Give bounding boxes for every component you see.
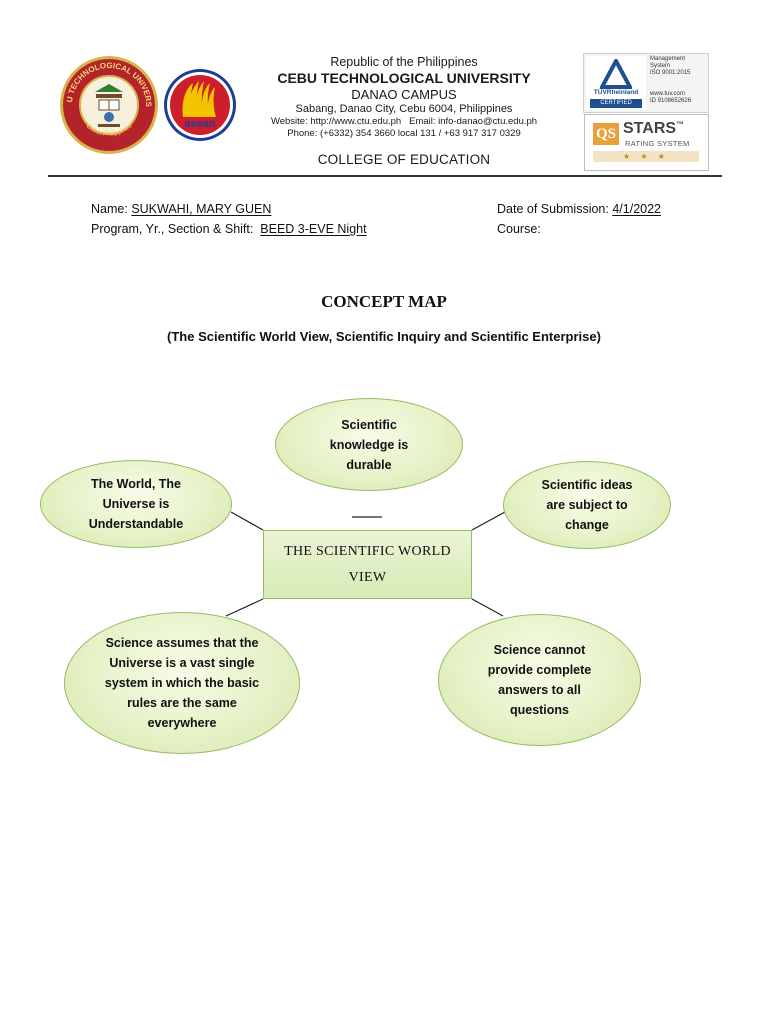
central-concept: THE SCIENTIFIC WORLD VIEW <box>263 530 472 599</box>
tuv-side-text: System <box>650 63 671 69</box>
header-campus: DANAO CAMPUS <box>351 87 457 102</box>
connector-line <box>230 511 264 531</box>
tuv-side-text: Management <box>650 56 686 62</box>
node-text: knowledge is <box>329 437 409 452</box>
node-text: Scientific <box>341 417 397 432</box>
node-top-right: Scientific ideas are subject to change <box>503 461 671 549</box>
node-bottom-left: Science assumes that the Universe is a v… <box>64 612 300 754</box>
tuv-certified-text: CERTIFIED <box>590 99 642 108</box>
node-text: durable <box>346 457 392 472</box>
header-university: CEBU TECHNOLOGICAL UNIVERSITY <box>277 70 531 86</box>
central-concept-text: VIEW <box>348 569 387 585</box>
node-text: are subject to <box>546 498 628 512</box>
qs-star-row: ★ ★ ★ <box>593 151 699 162</box>
asean-logo-icon: asean <box>164 69 236 141</box>
node-text: everywhere <box>147 716 217 730</box>
tuv-certification-badge: TÜVRheinland CERTIFIED Management System… <box>583 53 709 113</box>
asean-text: asean <box>184 118 215 130</box>
node-text: change <box>565 518 609 532</box>
name-label: Name: <box>91 202 128 216</box>
connector-line <box>471 598 504 617</box>
tuv-side-text: www.tuv.com <box>650 91 685 97</box>
date-value: 4/1/2022 <box>612 202 662 216</box>
node-text: Understandable <box>88 517 184 531</box>
node-text: provide complete <box>487 663 592 677</box>
student-name-row: Name: SUKWAHI, MARY GUEN <box>91 202 271 216</box>
program-label: Program, Yr., Section & Shift: <box>91 222 254 236</box>
node-bottom-right: Science cannot provide complete answers … <box>438 614 641 746</box>
header-republic: Republic of the Philippines <box>330 55 478 69</box>
node-text: The World, The <box>90 477 182 491</box>
qs-tm-text: ™ <box>676 120 685 129</box>
node-top-left: The World, The Universe is Understandabl… <box>40 460 232 548</box>
tuv-brand-text: TÜVRheinland <box>593 89 639 96</box>
node-text: Science assumes that the <box>105 636 259 650</box>
page-title: CONCEPT MAP <box>321 292 447 311</box>
header-phone: Phone: (+6332) 354 3660 local 131 / +63 … <box>287 128 521 139</box>
program-value: BEED 3-EVE Night <box>260 222 367 236</box>
name-value: SUKWAHI, MARY GUEN <box>131 202 272 216</box>
tuv-side-text: ID 9108652626 <box>650 98 692 104</box>
date-label: Date of Submission: <box>497 202 609 216</box>
node-text: answers to all <box>498 683 581 697</box>
node-text: Scientific ideas <box>541 478 633 492</box>
node-text: questions <box>509 703 570 717</box>
page-subtitle: (The Scientific World View, Scientific I… <box>167 329 601 344</box>
header-address: Sabang, Danao City, Cebu 6004, Philippin… <box>295 103 513 115</box>
node-text: Universe is <box>102 497 170 511</box>
connector-line <box>225 598 264 617</box>
node-text: system in which the basic <box>104 676 260 690</box>
course-row: Course: <box>497 222 541 236</box>
node-text: Universe is a vast single <box>109 656 255 670</box>
qs-mark: QS <box>593 123 619 145</box>
course-label: Course: <box>497 222 541 236</box>
header-divider <box>48 175 722 177</box>
qs-stars-badge: QS STARS™ RATING SYSTEM ★ ★ ★ <box>584 114 709 171</box>
ctu-logo-icon: CEBU TECHNOLOGICAL UNIVERSITY Cebu, Phil… <box>58 54 158 154</box>
submission-date-row: Date of Submission: 4/1/2022 <box>497 202 661 216</box>
header-college: COLLEGE OF EDUCATION <box>317 152 491 167</box>
qs-rating-text: RATING SYSTEM <box>625 139 690 148</box>
node-text: rules are the same <box>127 696 237 710</box>
tuv-triangle-icon <box>600 59 632 89</box>
central-concept-text: THE SCIENTIFIC WORLD <box>284 543 451 559</box>
tuv-side-text: ISO 9001:2015 <box>650 70 691 76</box>
qs-stars-text: STARS <box>623 120 677 137</box>
node-top: Scientific knowledge is durable <box>275 398 463 491</box>
student-program-row: Program, Yr., Section & Shift: BEED 3-EV… <box>91 222 367 236</box>
header-website-email: Website: http://www.ctu.edu.ph Email: in… <box>270 116 538 127</box>
node-text: Science cannot <box>493 643 586 657</box>
connector-line <box>471 511 506 531</box>
